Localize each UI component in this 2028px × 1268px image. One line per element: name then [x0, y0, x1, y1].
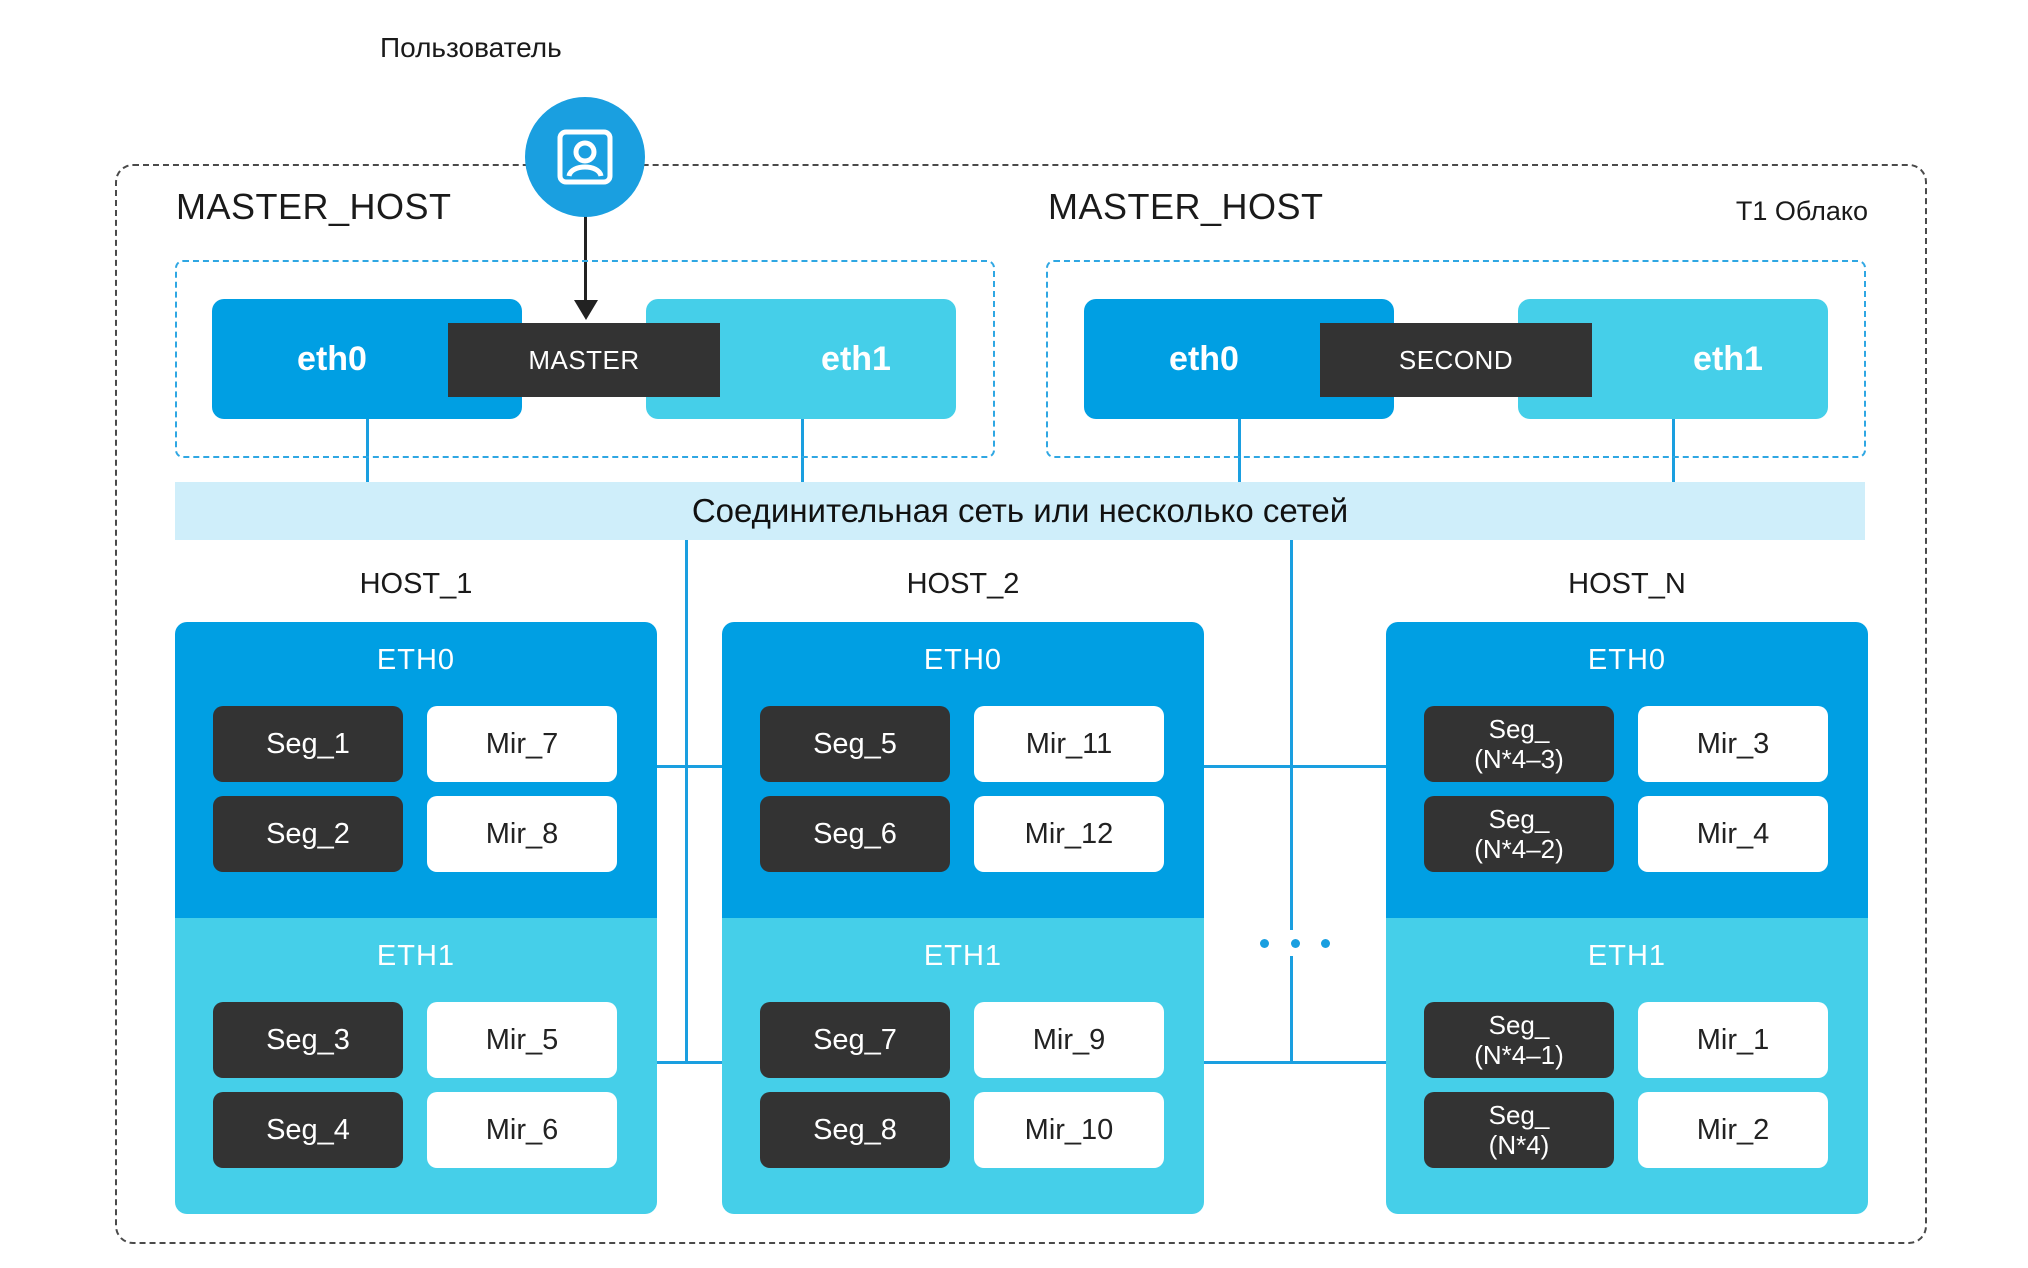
master-host-2-group	[1046, 260, 1866, 458]
host-2-eth0-label: ETH0	[923, 644, 1003, 676]
mirror-cell: Mir_1	[1638, 1002, 1828, 1078]
cloud-frame	[115, 164, 1927, 1244]
host-2-eth1-label: ETH1	[923, 940, 1003, 972]
link-eth0-host1-host2	[655, 765, 725, 768]
segment-cell: Seg_ (N*4–3)	[1424, 706, 1614, 782]
mirror-cell: Mir_7	[427, 706, 617, 782]
host-1-eth1-section: ETH1 Seg_3 Mir_5 Seg_4 Mir_6	[175, 918, 657, 1214]
master-role-box: MASTER	[448, 323, 720, 397]
user-arrow-line	[584, 210, 587, 302]
ellipsis-dot	[1290, 938, 1300, 948]
host-n-card: ETH0 Seg_ (N*4–3) Mir_3 Seg_ (N*4–2) Mir…	[1386, 622, 1868, 1214]
interconnect-network: Соединительная сеть или несколько сетей	[175, 482, 1865, 540]
segment-cell: Seg_8	[760, 1092, 950, 1168]
host-n-title: HOST_N	[1568, 568, 1686, 600]
host-1-eth0-label: ETH0	[376, 644, 456, 676]
ellipsis-dot	[1260, 938, 1269, 948]
master-host-2-title: MASTER_HOST	[1048, 186, 1324, 227]
mirror-cell: Mir_2	[1638, 1092, 1828, 1168]
arrow-down-icon	[574, 300, 598, 320]
host-n-eth0-label: ETH0	[1587, 644, 1667, 676]
second-role-box: SECOND	[1320, 323, 1592, 397]
user-icon	[525, 97, 645, 217]
master2-eth0-line	[1238, 419, 1241, 482]
mirror-cell: Mir_3	[1638, 706, 1828, 782]
host-1-title: HOST_1	[359, 568, 473, 600]
mirror-cell: Mir_9	[974, 1002, 1164, 1078]
segment-cell: Seg_5	[760, 706, 950, 782]
segment-cell: Seg_4	[213, 1092, 403, 1168]
host-1-card: ETH0 Seg_1 Mir_7 Seg_2 Mir_8 ETH1 Seg_3 …	[175, 622, 657, 1214]
segment-cell: Seg_ (N*4–2)	[1424, 796, 1614, 872]
trunk-line-left	[685, 540, 688, 1064]
more-hosts-ellipsis	[1260, 930, 1330, 956]
segment-cell: Seg_3	[213, 1002, 403, 1078]
master1-eth0-line	[366, 419, 369, 482]
mirror-cell: Mir_6	[427, 1092, 617, 1168]
segment-cell: Seg_6	[760, 796, 950, 872]
mirror-cell: Mir_11	[974, 706, 1164, 782]
host-n-eth1-label: ETH1	[1587, 940, 1667, 972]
master1-eth1-line	[801, 419, 804, 482]
mirror-cell: Mir_12	[974, 796, 1164, 872]
host-n-eth0-section: ETH0 Seg_ (N*4–3) Mir_3 Seg_ (N*4–2) Mir…	[1386, 622, 1868, 918]
segment-cell: Seg_7	[760, 1002, 950, 1078]
segment-cell: Seg_ (N*4)	[1424, 1092, 1614, 1168]
mirror-cell: Mir_4	[1638, 796, 1828, 872]
host-2-title: HOST_2	[906, 568, 1020, 600]
user-label: Пользователь	[380, 32, 562, 63]
master-host-1-group	[175, 260, 995, 458]
link-eth1-host2-hostn	[1202, 1061, 1387, 1064]
segment-cell: Seg_1	[213, 706, 403, 782]
ellipsis-dot	[1321, 938, 1330, 948]
host-2-card: ETH0 Seg_5 Mir_11 Seg_6 Mir_12 ETH1 Seg_…	[722, 622, 1204, 1214]
link-eth0-host2-hostn	[1202, 765, 1387, 768]
link-eth1-host1-host2	[655, 1061, 725, 1064]
host-1-eth1-label: ETH1	[376, 940, 456, 972]
segment-cell: Seg_ (N*4–1)	[1424, 1002, 1614, 1078]
master-host-1-eth1: eth1	[646, 299, 956, 419]
master2-eth1-line	[1672, 419, 1675, 482]
master-host-1-title: MASTER_HOST	[176, 186, 452, 227]
segment-cell: Seg_2	[213, 796, 403, 872]
mirror-cell: Mir_8	[427, 796, 617, 872]
host-n-eth1-section: ETH1 Seg_ (N*4–1) Mir_1 Seg_ (N*4) Mir_2	[1386, 918, 1868, 1214]
host-2-eth1-section: ETH1 Seg_7 Mir_9 Seg_8 Mir_10	[722, 918, 1204, 1214]
host-1-eth0-section: ETH0 Seg_1 Mir_7 Seg_2 Mir_8	[175, 622, 657, 918]
cloud-label: T1 Облако	[1735, 196, 1868, 226]
mirror-cell: Mir_5	[427, 1002, 617, 1078]
mirror-cell: Mir_10	[974, 1092, 1164, 1168]
host-2-eth0-section: ETH0 Seg_5 Mir_11 Seg_6 Mir_12	[722, 622, 1204, 918]
trunk-line-right	[1290, 540, 1293, 1064]
